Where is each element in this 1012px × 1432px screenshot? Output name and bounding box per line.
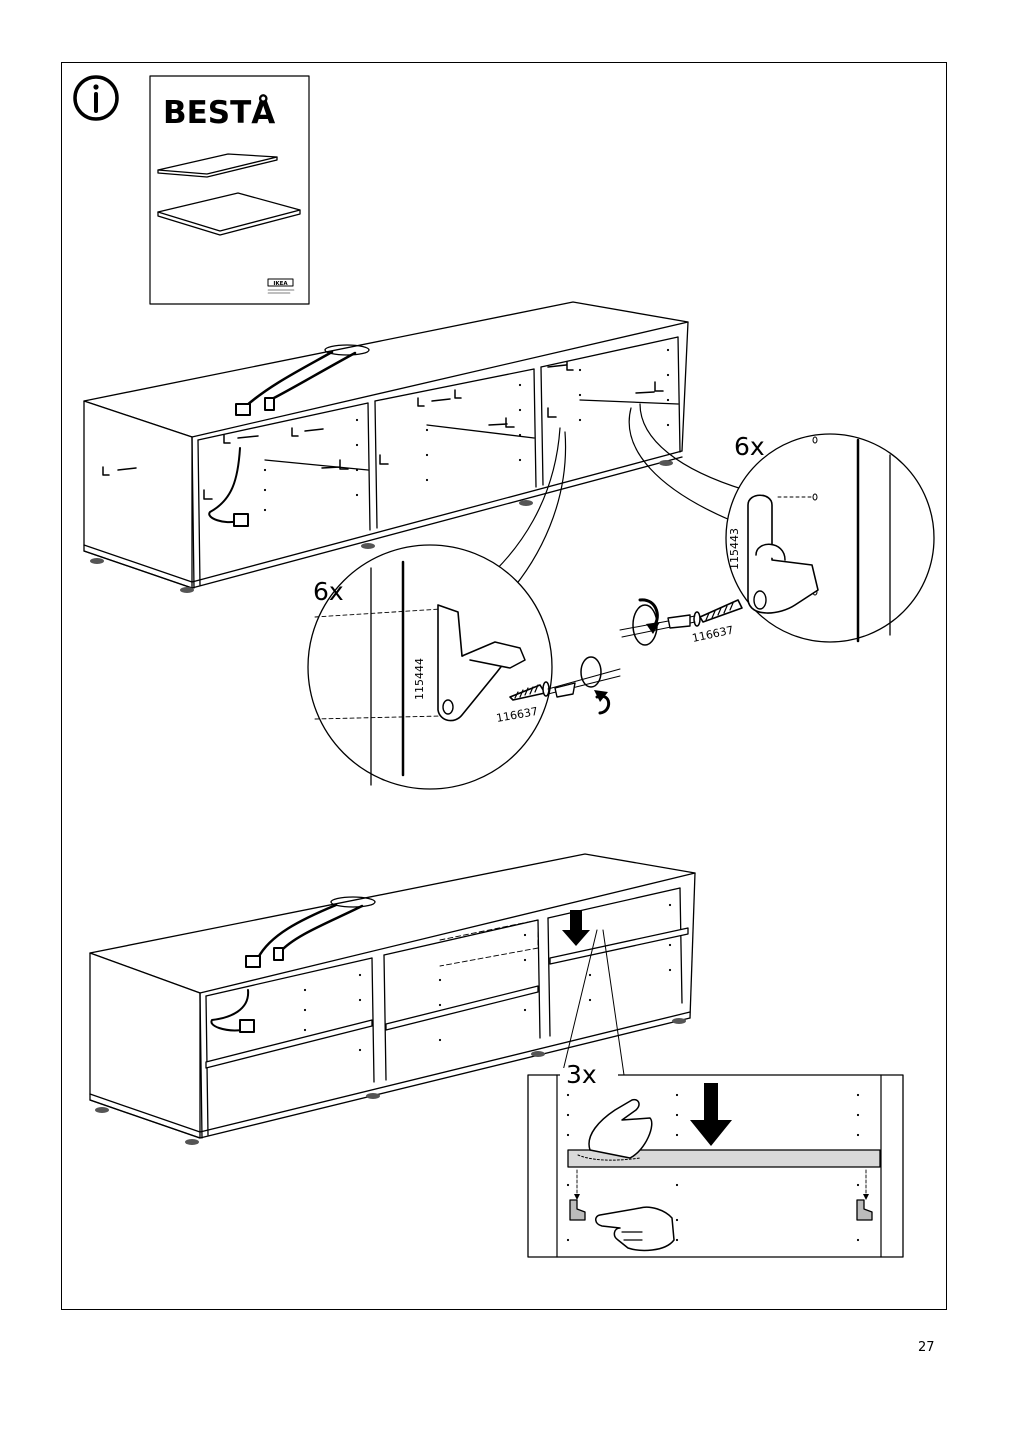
hinge-code-115444: 115444	[413, 658, 426, 700]
booklet-logo: IKEA	[273, 281, 288, 287]
quantity-label-shelf: 3x	[566, 1060, 597, 1089]
manual-booklet: BESTÅ IKEA	[149, 75, 310, 305]
tv-bench-top-view	[83, 301, 689, 593]
quantity-label-right: 6x	[734, 432, 765, 461]
info-icon	[73, 75, 119, 121]
hinge-callout-right: 115443 116637	[619, 403, 935, 646]
hinge-callout-left: 115444 116637	[307, 427, 621, 790]
screw-code-right: 116637	[691, 623, 735, 644]
tv-bench-with-shelves	[89, 853, 696, 1145]
quantity-label-left: 6x	[313, 577, 344, 606]
booklet-title: BESTÅ	[163, 94, 275, 131]
hinge-code-115443: 115443	[728, 528, 741, 570]
instruction-frame	[61, 62, 947, 1310]
shelf-callout	[527, 929, 904, 1258]
page-number: 27	[918, 1340, 935, 1355]
